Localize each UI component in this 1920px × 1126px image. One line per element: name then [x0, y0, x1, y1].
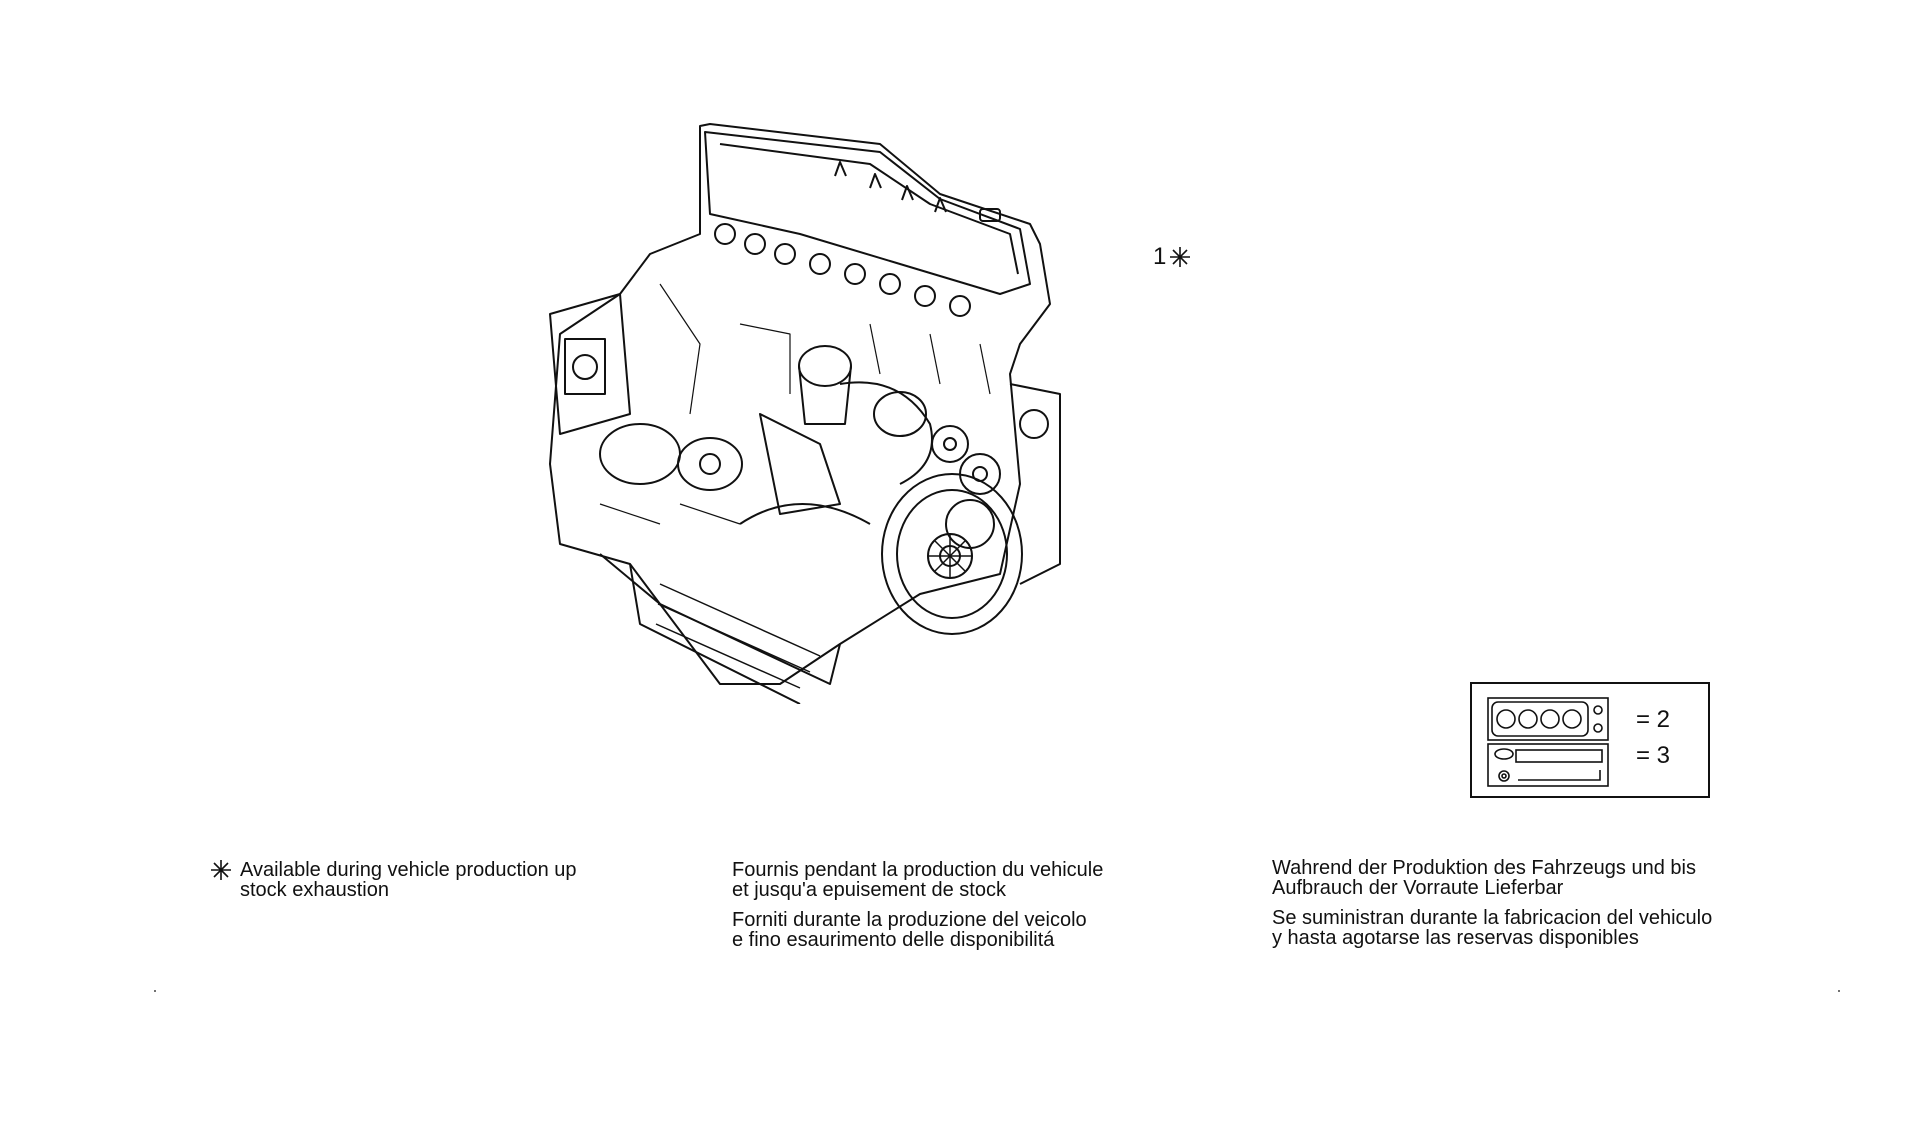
gasket-kit-box: = 2 = 3: [1470, 682, 1710, 798]
note-english: Available during vehicle production up s…: [240, 860, 577, 900]
note-french: Fournis pendant la production du vehicul…: [732, 860, 1103, 900]
note-en-line-2: stock exhaustion: [240, 879, 389, 901]
note-de-line-2: Aufbrauch der Vorraute Lieferbar: [1272, 877, 1564, 899]
note-de-line-1: Wahrend der Produktion des Fahrzeugs und…: [1272, 857, 1696, 879]
page-dot: [1838, 990, 1840, 992]
note-italian: Forniti durante la produzione del veicol…: [732, 910, 1087, 950]
page-dot: [154, 990, 156, 992]
note-it-line-2: e fino esaurimento delle disponibilitá: [732, 929, 1055, 951]
gasket-set-icon: [1487, 697, 1609, 787]
note-fr-line-2: et jusqu'a epuisement de stock: [732, 879, 1006, 901]
note-german: Wahrend der Produktion des Fahrzeugs und…: [1272, 858, 1696, 898]
note-spanish: Se suministran durante la fabricacion de…: [1272, 908, 1712, 948]
asterisk-star-icon: [211, 860, 231, 880]
asterisk-star-icon: [1170, 247, 1191, 267]
note-es-line-1: Se suministran durante la fabricacion de…: [1272, 907, 1713, 929]
qty-lower-gaskets: = 3: [1636, 742, 1671, 769]
qty-head-gasket: = 2: [1636, 706, 1671, 733]
note-fr-line-1: Fournis pendant la production du vehicul…: [732, 859, 1104, 881]
note-es-line-2: y hasta agotarse las reservas disponible…: [1272, 927, 1639, 949]
note-it-line-1: Forniti durante la produzione del veicol…: [732, 909, 1087, 931]
callout-number: 1: [1153, 243, 1167, 270]
item-callout: 1: [1153, 243, 1191, 271]
note-en-line-1: Available during vehicle production up: [240, 859, 577, 881]
engine-drawing: [549, 123, 1061, 704]
